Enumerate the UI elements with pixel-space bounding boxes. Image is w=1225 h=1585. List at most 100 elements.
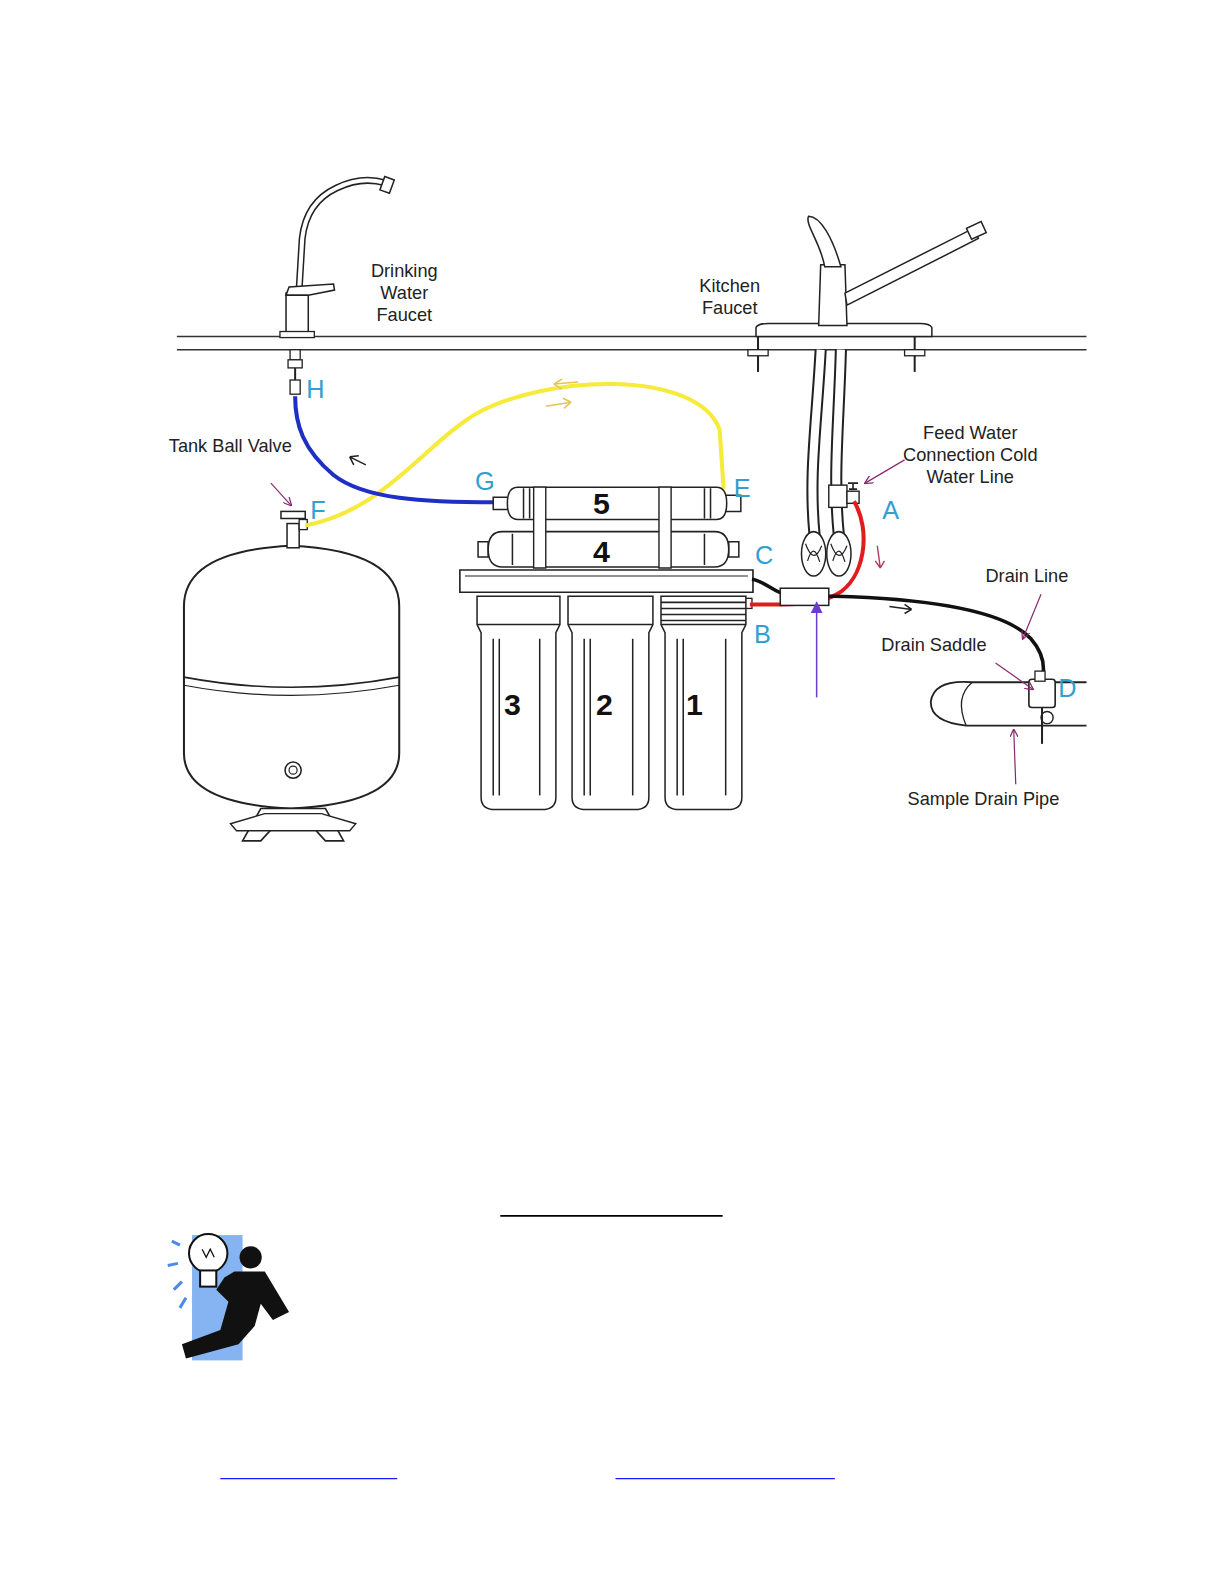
faucet-spout xyxy=(845,228,978,305)
mount-nut xyxy=(748,350,768,356)
filter-housing: 3 xyxy=(473,594,564,811)
callout-leader xyxy=(271,483,291,505)
tank-stand xyxy=(230,814,355,831)
feed-adapter xyxy=(829,485,847,507)
filter-housing: 2 xyxy=(564,594,657,811)
part-label: Drain Saddle xyxy=(881,634,986,656)
faucet-body xyxy=(819,265,847,326)
faucet-handle xyxy=(286,284,335,295)
callout-leader xyxy=(1014,730,1016,785)
outline-path xyxy=(539,639,541,796)
callout-leader xyxy=(996,663,1033,689)
feed-tube xyxy=(750,501,864,604)
link-underline xyxy=(220,1478,397,1479)
ball-valve-handle xyxy=(281,511,305,518)
filter-housing: 1 xyxy=(657,594,750,811)
faucet-stem xyxy=(294,368,296,380)
hose-end xyxy=(801,532,825,576)
stage-number: 3 xyxy=(504,689,521,719)
heading-underline xyxy=(500,1215,722,1217)
part-label: Tank Ball Valve xyxy=(169,435,292,457)
outline-path xyxy=(488,532,729,567)
outline-path xyxy=(478,542,488,557)
tank-seam xyxy=(184,677,399,687)
feed-valve-handle xyxy=(848,483,858,489)
tank-port xyxy=(285,762,301,778)
outline-path xyxy=(568,624,653,626)
hose-end-detail xyxy=(806,544,822,562)
bracket-plate xyxy=(460,570,753,592)
node-outline xyxy=(493,485,741,521)
drain-pipe-edge xyxy=(961,682,972,725)
point-letter: H xyxy=(306,375,324,403)
outline-path xyxy=(493,639,499,796)
point-letter: F xyxy=(310,496,325,524)
faucet-handle xyxy=(808,216,841,267)
outline-path xyxy=(524,488,711,518)
tip-icon-filament xyxy=(202,1249,214,1257)
part-label: Drinking Water Faucet xyxy=(352,260,457,327)
saddle-fitting xyxy=(1035,671,1045,681)
tank-seam xyxy=(184,685,399,695)
outline-path xyxy=(725,639,727,796)
outline-path xyxy=(507,487,726,519)
node-outline xyxy=(657,594,750,811)
part-label: Sample Drain Pipe xyxy=(908,787,1060,809)
stage-number: 4 xyxy=(593,537,610,567)
point-letter: G xyxy=(475,467,495,495)
faucet-nut xyxy=(288,360,302,368)
faucet-tube xyxy=(295,396,495,502)
tube-fitting xyxy=(290,380,300,394)
drain-saddle xyxy=(1029,679,1055,707)
flow-arrow xyxy=(889,604,911,613)
faucet-shank xyxy=(290,350,300,360)
point-letter: A xyxy=(882,496,899,524)
stage-number: 5 xyxy=(593,489,610,519)
filter-clip xyxy=(659,487,671,568)
flow-restrictor xyxy=(780,588,829,605)
post-filter: 5 xyxy=(493,485,741,521)
faucet-base xyxy=(280,332,314,338)
hose-end xyxy=(827,532,851,576)
tip-icon-rays xyxy=(168,1241,186,1308)
hose-end-detail xyxy=(831,544,847,562)
outline-path xyxy=(661,596,746,809)
supply-hose xyxy=(812,350,820,536)
part-label: Feed Water Connection Cold Water Line xyxy=(895,421,1045,488)
feed-valve xyxy=(847,491,859,503)
part-label: Drain Line xyxy=(985,565,1068,587)
flow-arrow xyxy=(546,398,571,408)
tip-icon-bulb-base xyxy=(200,1270,216,1286)
tip-icon-figure xyxy=(240,1246,262,1268)
outline-path xyxy=(568,596,653,809)
outline-path xyxy=(477,624,560,626)
saddle-bolt xyxy=(1041,707,1043,743)
point-letter: C xyxy=(755,541,773,569)
bracket-edge xyxy=(465,576,748,577)
tank-port xyxy=(289,766,297,774)
part-label: Kitchen Faucet xyxy=(687,275,772,319)
flow-arrow xyxy=(350,456,366,465)
stage-number: 2 xyxy=(596,689,613,719)
outline-path xyxy=(632,639,634,796)
drain-tube xyxy=(752,579,1043,683)
outline-path xyxy=(661,624,746,626)
mount-nut xyxy=(905,350,925,356)
membrane-housing: 4 xyxy=(478,531,739,568)
point-letter: E xyxy=(734,474,751,502)
stage-number: 1 xyxy=(686,689,703,719)
countertop-line xyxy=(177,349,1087,351)
flow-arrow xyxy=(875,546,884,568)
supply-hose xyxy=(812,350,820,536)
outline-path xyxy=(677,639,683,796)
faucet-tip xyxy=(380,177,394,194)
outline-path xyxy=(477,596,560,809)
point-letter: D xyxy=(1058,674,1076,702)
link-underline xyxy=(616,1478,835,1479)
tip-icon-bulb xyxy=(189,1234,227,1272)
outline-path xyxy=(584,639,590,796)
faucet-body xyxy=(286,293,308,336)
